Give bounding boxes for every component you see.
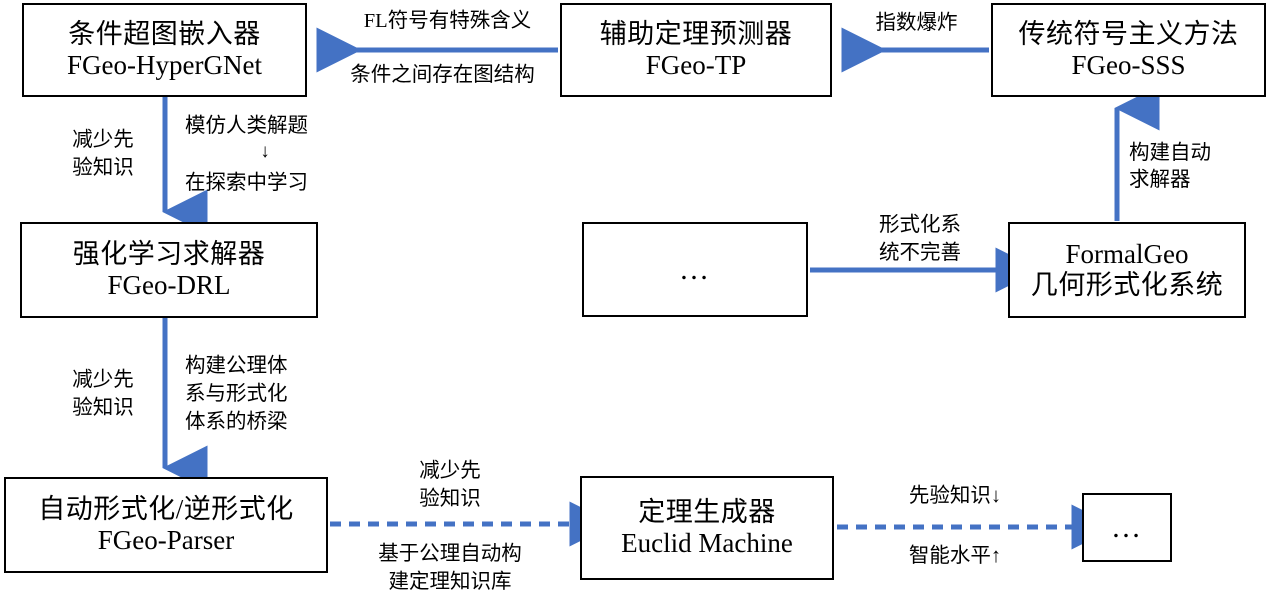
label-parser-to-euclid-above-line2: 验知识 — [419, 488, 481, 510]
label-parser-to-euclid-below-line1: 基于公理自动构 — [378, 543, 522, 565]
node-formalgeo-line1: FormalGeo — [1065, 238, 1189, 269]
node-formalgeo[interactable]: FormalGeo 几何形式化系统 — [1008, 222, 1246, 318]
node-ellipsis-middle-label: … — [679, 252, 711, 286]
node-euclid-machine[interactable]: 定理生成器 Euclid Machine — [580, 476, 834, 580]
node-ellipsis-middle[interactable]: … — [582, 222, 808, 317]
label-hypergnet-to-drl-right-line1: 模仿人类解题 — [185, 115, 308, 137]
node-euclid-line1: 定理生成器 — [638, 496, 776, 527]
node-parser-line1: 自动形式化/逆形式化 — [38, 493, 294, 524]
label-tp-to-hypergnet-above: FL符号有特殊含义 — [363, 10, 532, 32]
label-parser-to-euclid-above-line1: 减少先 — [419, 460, 481, 482]
node-fgeo-tp[interactable]: 辅助定理预测器 FGeo-TP — [560, 3, 832, 97]
node-fgeo-parser[interactable]: 自动形式化/逆形式化 FGeo-Parser — [4, 477, 328, 573]
label-drl-to-parser-right-line1: 构建公理体 — [185, 355, 288, 377]
label-hypergnet-to-drl-left-line1: 减少先 — [72, 129, 134, 151]
label-drl-to-parser-right-line3: 体系的桥梁 — [185, 411, 288, 433]
label-euclid-to-end-below: 智能水平↑ — [908, 545, 1002, 567]
node-sss-line2: FGeo-SSS — [1071, 50, 1186, 80]
label-hypergnet-to-drl-left-line2: 验知识 — [72, 157, 134, 179]
node-fgeo-drl[interactable]: 强化学习求解器 FGeo-DRL — [20, 222, 318, 318]
label-drl-to-parser-right-line2: 系与形式化 — [185, 383, 288, 405]
label-mid-to-formalgeo-line2: 统不完善 — [879, 242, 961, 264]
label-hypergnet-to-drl-right-arrow-icon: ↓ — [260, 141, 270, 162]
node-euclid-line2: Euclid Machine — [621, 528, 793, 558]
node-drl-line2: FGeo-DRL — [107, 270, 231, 300]
node-ellipsis-end[interactable]: … — [1082, 493, 1172, 562]
label-drl-to-parser-left-line2: 验知识 — [72, 397, 134, 419]
label-formalgeo-to-sss-line2: 求解器 — [1129, 169, 1191, 191]
node-ellipsis-end-label: … — [1111, 510, 1143, 544]
label-drl-to-parser-left-line1: 减少先 — [72, 369, 134, 391]
label-hypergnet-to-drl-right-line2: 在探索中学习 — [185, 172, 308, 194]
node-fgeo-hypergnet[interactable]: 条件超图嵌入器 FGeo-HyperGNet — [22, 3, 307, 97]
node-hypergnet-line1: 条件超图嵌入器 — [68, 18, 261, 49]
node-tp-line2: FGeo-TP — [645, 50, 747, 80]
node-tp-line1: 辅助定理预测器 — [599, 18, 793, 49]
node-formalgeo-line2: 几何形式化系统 — [1030, 270, 1224, 300]
label-sss-to-tp: 指数爆炸 — [875, 12, 958, 34]
node-sss-line1: 传统符号主义方法 — [1018, 18, 1239, 49]
node-hypergnet-line2: FGeo-HyperGNet — [67, 50, 262, 80]
label-tp-to-hypergnet-below: 条件之间存在图结构 — [350, 64, 535, 86]
node-drl-line1: 强化学习求解器 — [72, 238, 266, 269]
node-fgeo-sss[interactable]: 传统符号主义方法 FGeo-SSS — [991, 3, 1266, 97]
label-formalgeo-to-sss-line1: 构建自动 — [1129, 142, 1211, 164]
label-euclid-to-end-above: 先验知识↓ — [908, 485, 1002, 507]
label-mid-to-formalgeo-line1: 形式化系 — [879, 214, 961, 236]
node-parser-line2: FGeo-Parser — [97, 525, 235, 555]
label-parser-to-euclid-below-line2: 建定理知识库 — [388, 571, 512, 593]
